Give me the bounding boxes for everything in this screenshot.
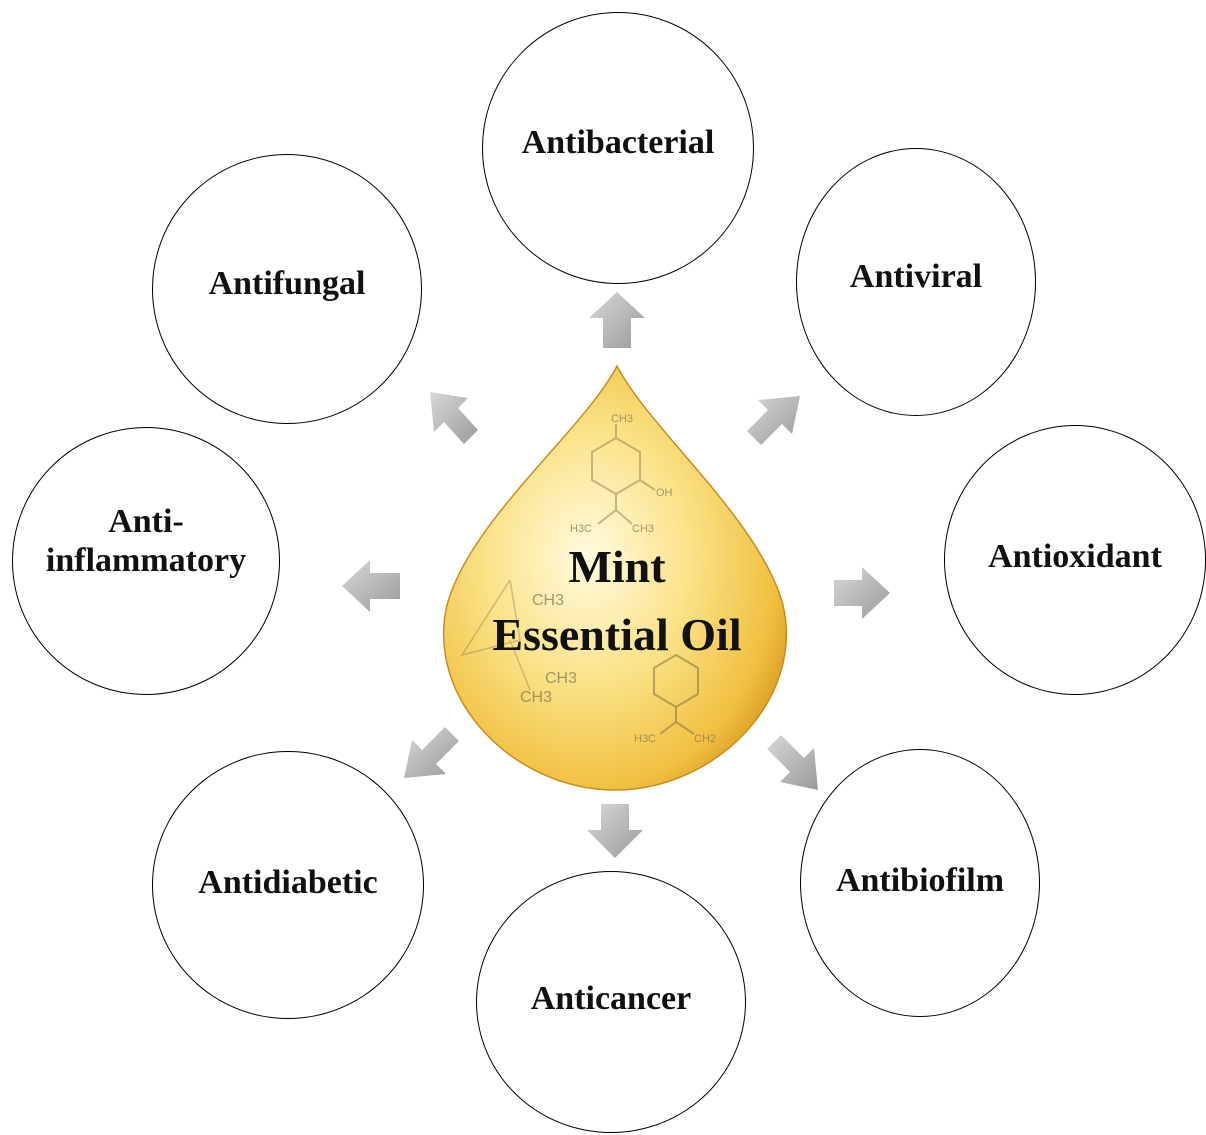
- property-circle-anticancer: Anticancer: [476, 871, 746, 1133]
- property-circle-antioxidant: Antioxidant: [944, 425, 1206, 695]
- arrow-down: [587, 804, 643, 858]
- property-label-antidiabetic: Antidiabetic: [198, 864, 378, 902]
- menthone-ch3-label-2: CH3: [545, 670, 577, 687]
- arrow-up: [589, 292, 645, 348]
- property-label-antiinflammatory: Anti- inflammatory: [45, 502, 247, 579]
- property-circle-antibacterial: Antibacterial: [482, 12, 754, 284]
- limonene-ch2-label: CH2: [694, 733, 716, 745]
- menthol-h3c-label: H3C: [570, 523, 592, 535]
- property-circle-antiinflammatory: Anti- inflammatory: [12, 427, 280, 695]
- property-label-antioxidant: Antioxidant: [988, 538, 1162, 576]
- arrow-left: [342, 560, 400, 612]
- molecule-limonene-icon: [653, 653, 699, 735]
- property-label-antifungal: Antifungal: [208, 265, 366, 303]
- center-title-line2: Essential Oil: [492, 609, 741, 660]
- arrow-up-left: [430, 392, 478, 444]
- oil-drop-shape: [442, 364, 788, 791]
- property-circle-antiviral: Antiviral: [796, 148, 1036, 416]
- menthone-ch3-label: CH3: [532, 592, 564, 609]
- property-label-antibiofilm: Antibiofilm: [835, 862, 1005, 900]
- property-label-antibacterial: Antibacterial: [521, 124, 715, 162]
- property-circle-antibiofilm: Antibiofilm: [800, 749, 1040, 1017]
- limonene-h3c-label: H3C: [634, 733, 656, 745]
- arrow-up-right: [747, 396, 800, 445]
- property-label-antiviral: Antiviral: [849, 258, 983, 296]
- property-circle-antifungal: Antifungal: [152, 154, 422, 424]
- menthone-ch3-label-3: CH3: [520, 689, 552, 706]
- property-label-anticancer: Anticancer: [530, 980, 692, 1018]
- menthol-ch3-label: CH3: [611, 413, 633, 425]
- molecule-menthol-icon: [591, 424, 656, 525]
- arrow-down-right: [767, 735, 818, 790]
- menthol-ch3-label-2: CH3: [632, 523, 654, 535]
- arrow-right: [834, 567, 890, 619]
- molecule-menthone-icon: [460, 579, 531, 691]
- menthol-oh-label: OH: [656, 487, 673, 499]
- arrow-down-left: [404, 727, 459, 778]
- center-title-line1: Mint: [568, 541, 666, 592]
- property-circle-antidiabetic: Antidiabetic: [152, 751, 424, 1019]
